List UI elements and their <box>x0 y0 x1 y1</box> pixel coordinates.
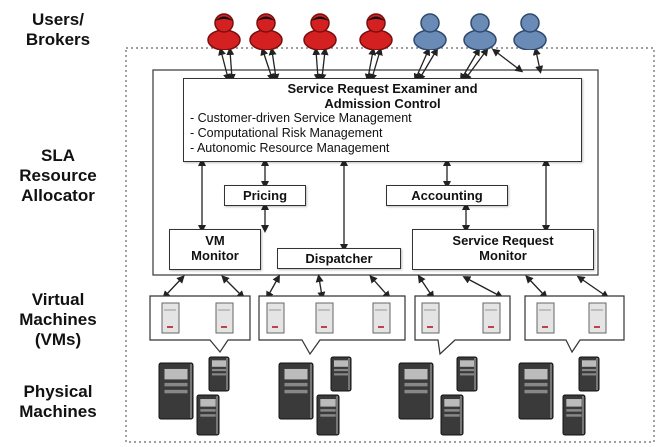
examiner-item: - Customer-driven Service Management <box>190 111 412 125</box>
sla-resource-allocator-label: SLA Resource Allocator <box>19 146 97 205</box>
users-brokers-label: Users/ Brokers <box>25 10 91 49</box>
service-request-examiner-box: Service Request Examiner and Admission C… <box>183 78 582 162</box>
vm-group-box <box>258 295 406 356</box>
vm-monitor-box: VM Monitor <box>169 229 261 270</box>
user-arrow <box>369 47 383 82</box>
user-icon <box>412 10 448 51</box>
user-icon <box>462 10 498 51</box>
user-icon <box>302 10 338 51</box>
user-arrow <box>268 47 280 82</box>
user-arrow <box>491 48 524 73</box>
vm-link-arrow <box>266 274 280 300</box>
examiner-title-line1: Service Request Examiner and <box>287 81 478 96</box>
accounting-box: Accounting <box>386 185 508 206</box>
vm-group-box <box>414 295 511 356</box>
outer-boundary <box>125 47 655 443</box>
vm-monitor-line1: VM <box>205 233 225 248</box>
user-arrow <box>318 47 329 82</box>
user-arrow <box>417 47 439 82</box>
vm-link-arrow <box>315 274 326 300</box>
vm-link-arrow <box>576 275 610 299</box>
vm-monitor-line2: Monitor <box>191 248 239 263</box>
virtual-machines-label: Virtual Machines (VMs) <box>19 290 97 349</box>
user-arrow <box>226 47 236 82</box>
user-arrow <box>463 47 489 82</box>
examiner-item: - Autonomic Resource Management <box>190 141 390 155</box>
physical-machines-label: Physical Machines <box>19 382 97 421</box>
user-arrow <box>532 47 544 74</box>
examiner-title-line2: Admission Control <box>324 96 441 111</box>
user-icon <box>512 10 548 51</box>
vm-link-arrow <box>221 275 245 299</box>
service-request-monitor-box: Service Request Monitor <box>412 229 594 270</box>
request-monitor-line1: Service Request <box>452 233 554 248</box>
vm-link-arrow <box>462 276 504 298</box>
user-icon <box>248 10 284 51</box>
dispatcher-box: Dispatcher <box>277 248 401 269</box>
vm-link-arrow <box>369 275 391 299</box>
user-arrow <box>312 47 322 82</box>
vm-link-arrow <box>162 275 185 299</box>
request-monitor-line2: Monitor <box>479 248 527 263</box>
vm-group-box <box>524 295 625 354</box>
pricing-box: Pricing <box>224 185 306 206</box>
user-icon <box>358 10 394 51</box>
vm-link-arrow <box>525 275 548 299</box>
examiner-item: - Computational Risk Management <box>190 126 383 140</box>
user-icon <box>206 10 242 51</box>
vm-link-arrow <box>417 274 435 300</box>
users-row <box>0 0 662 60</box>
vm-group-box <box>149 295 251 354</box>
